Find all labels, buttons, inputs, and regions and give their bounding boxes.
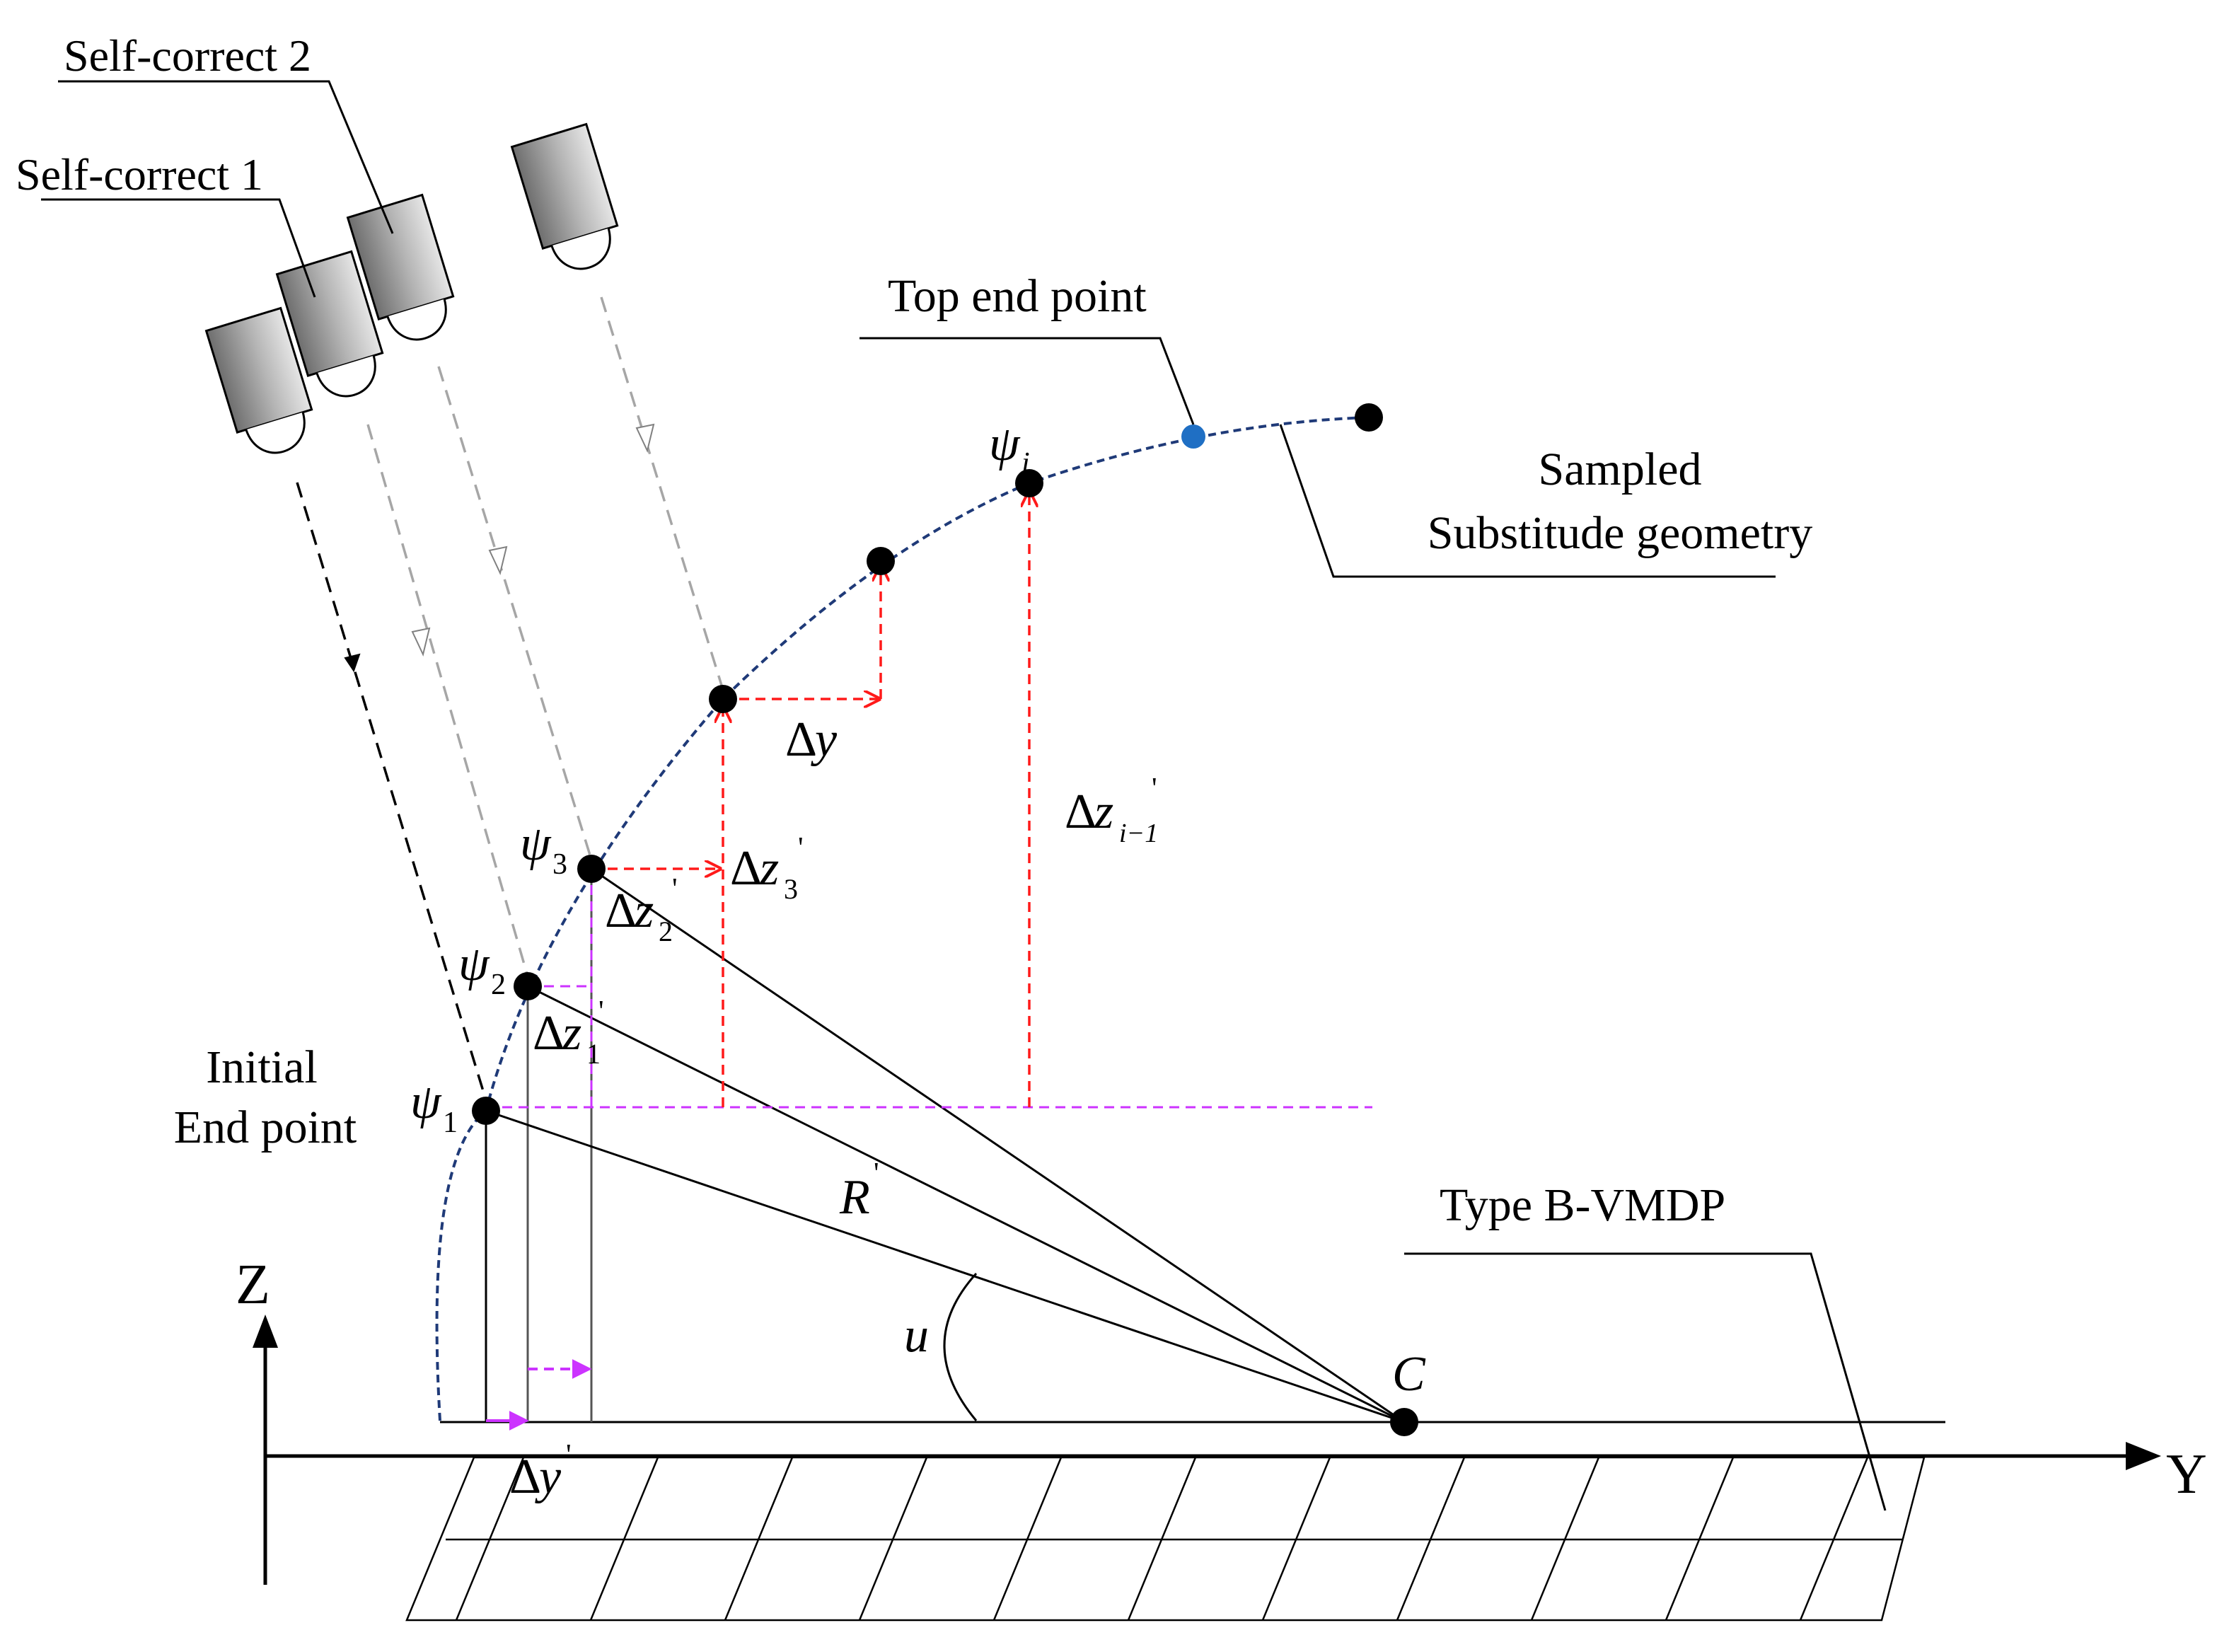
svg-text:z: z xyxy=(634,884,654,938)
beam-initial xyxy=(296,482,487,1101)
point-psi2 xyxy=(514,972,542,1000)
svg-text:': ' xyxy=(1152,773,1157,805)
svg-text:Δ: Δ xyxy=(785,712,817,767)
beam-sampled-arrow xyxy=(635,423,655,453)
label-delta-z3-prime: Δ z 3 ' xyxy=(730,832,804,905)
svg-text:': ' xyxy=(874,1157,879,1190)
svg-text:ψ: ψ xyxy=(410,1075,442,1129)
label-delta-z-i-minus-1-prime: Δ z i−1 ' xyxy=(1065,773,1158,848)
point-end xyxy=(1355,403,1383,432)
svg-text:1: 1 xyxy=(443,1107,458,1139)
z-axis xyxy=(253,1315,278,1585)
leader-top-end-point xyxy=(859,337,1195,425)
beam-initial-arrow xyxy=(344,653,361,673)
svg-text:y: y xyxy=(535,1450,562,1504)
beam-self-correct-2-arrow xyxy=(488,545,508,575)
svg-text:': ' xyxy=(566,1439,572,1472)
label-sampled-line1: Sampled xyxy=(1539,444,1702,495)
label-self-correct-2: Self-correct 2 xyxy=(64,30,311,81)
label-psi1: ψ 1 xyxy=(410,1075,458,1139)
label-center-c: C xyxy=(1392,1347,1426,1402)
angle-arc-u xyxy=(943,1272,978,1421)
label-delta-z2-prime: Δ z 2 ' xyxy=(605,873,678,947)
label-delta-y-prime: Δ y ' xyxy=(509,1439,572,1504)
camera-sampled-icon xyxy=(510,122,619,270)
point-4 xyxy=(709,685,737,713)
svg-text:': ' xyxy=(672,873,678,906)
svg-text:Δ: Δ xyxy=(509,1450,541,1504)
label-initial-line1: Initial xyxy=(206,1041,318,1093)
label-angle-u: u xyxy=(904,1308,929,1363)
svg-text:R: R xyxy=(839,1170,870,1225)
svg-text:ψ: ψ xyxy=(458,937,490,991)
label-sampled-line2: Substitude geometry xyxy=(1428,507,1812,559)
radius-lines xyxy=(485,867,1405,1423)
label-type-b-vmdp: Type B-VMDP xyxy=(1440,1179,1725,1231)
svg-text:3: 3 xyxy=(552,848,567,881)
svg-text:z: z xyxy=(562,1006,581,1061)
leader-self-correct-2 xyxy=(58,80,394,234)
label-self-correct-1: Self-correct 1 xyxy=(16,149,263,200)
label-delta-z1-prime: Δ z 1 ' xyxy=(533,995,604,1070)
svg-text:Δ: Δ xyxy=(533,1006,565,1061)
top-end-point-marker xyxy=(1181,424,1205,449)
svg-text:z: z xyxy=(1094,785,1113,839)
point-psi1 xyxy=(472,1097,500,1125)
beam-self-correct-1-arrow xyxy=(411,627,431,657)
camera-self-correct-2-icon xyxy=(346,193,455,341)
beam-sampled xyxy=(600,296,724,691)
svg-text:i−1: i−1 xyxy=(1119,819,1158,848)
point-psi3 xyxy=(577,855,606,883)
label-psi-i: ψ i xyxy=(989,417,1030,480)
svg-text:1: 1 xyxy=(586,1038,601,1070)
label-axis-z: Z xyxy=(236,1254,270,1316)
camera-initial-icon xyxy=(204,306,313,454)
svg-text:i: i xyxy=(1021,447,1030,480)
camera-self-correct-1-icon xyxy=(275,250,384,398)
substitute-geometry-curve xyxy=(435,416,1370,1421)
svg-text:ψ: ψ xyxy=(520,816,552,871)
beam-self-correct-1 xyxy=(366,424,529,977)
point-5 xyxy=(867,547,895,575)
label-radius: R ' xyxy=(839,1157,879,1225)
svg-text:Δ: Δ xyxy=(1065,785,1096,839)
svg-text:': ' xyxy=(798,832,804,865)
ground-grid xyxy=(405,1456,1926,1622)
leader-self-correct-1 xyxy=(41,198,316,298)
svg-text:ψ: ψ xyxy=(989,417,1021,471)
beam-self-correct-2 xyxy=(437,366,593,860)
svg-text:': ' xyxy=(598,995,604,1028)
svg-text:Δ: Δ xyxy=(730,841,762,896)
label-axis-y: Y xyxy=(2166,1443,2207,1506)
label-delta-y: Δ y xyxy=(785,712,838,767)
label-initial-line2: End point xyxy=(174,1102,357,1153)
svg-text:3: 3 xyxy=(784,873,798,905)
leader-sampled xyxy=(1279,424,1776,578)
leader-type-b xyxy=(1404,1252,1887,1511)
red-construction xyxy=(591,492,1029,1107)
svg-text:2: 2 xyxy=(491,969,506,1001)
svg-text:y: y xyxy=(811,712,838,767)
magenta-construction xyxy=(486,869,1372,1109)
label-top-end-point: Top end point xyxy=(888,270,1147,322)
label-psi2: ψ 2 xyxy=(458,937,506,1001)
label-psi3: ψ 3 xyxy=(520,816,567,881)
svg-text:Δ: Δ xyxy=(605,884,637,938)
svg-text:z: z xyxy=(759,841,779,896)
y-axis xyxy=(265,1442,2161,1470)
point-psi-i xyxy=(1015,469,1043,497)
point-c xyxy=(1390,1408,1418,1436)
svg-text:2: 2 xyxy=(659,915,673,947)
